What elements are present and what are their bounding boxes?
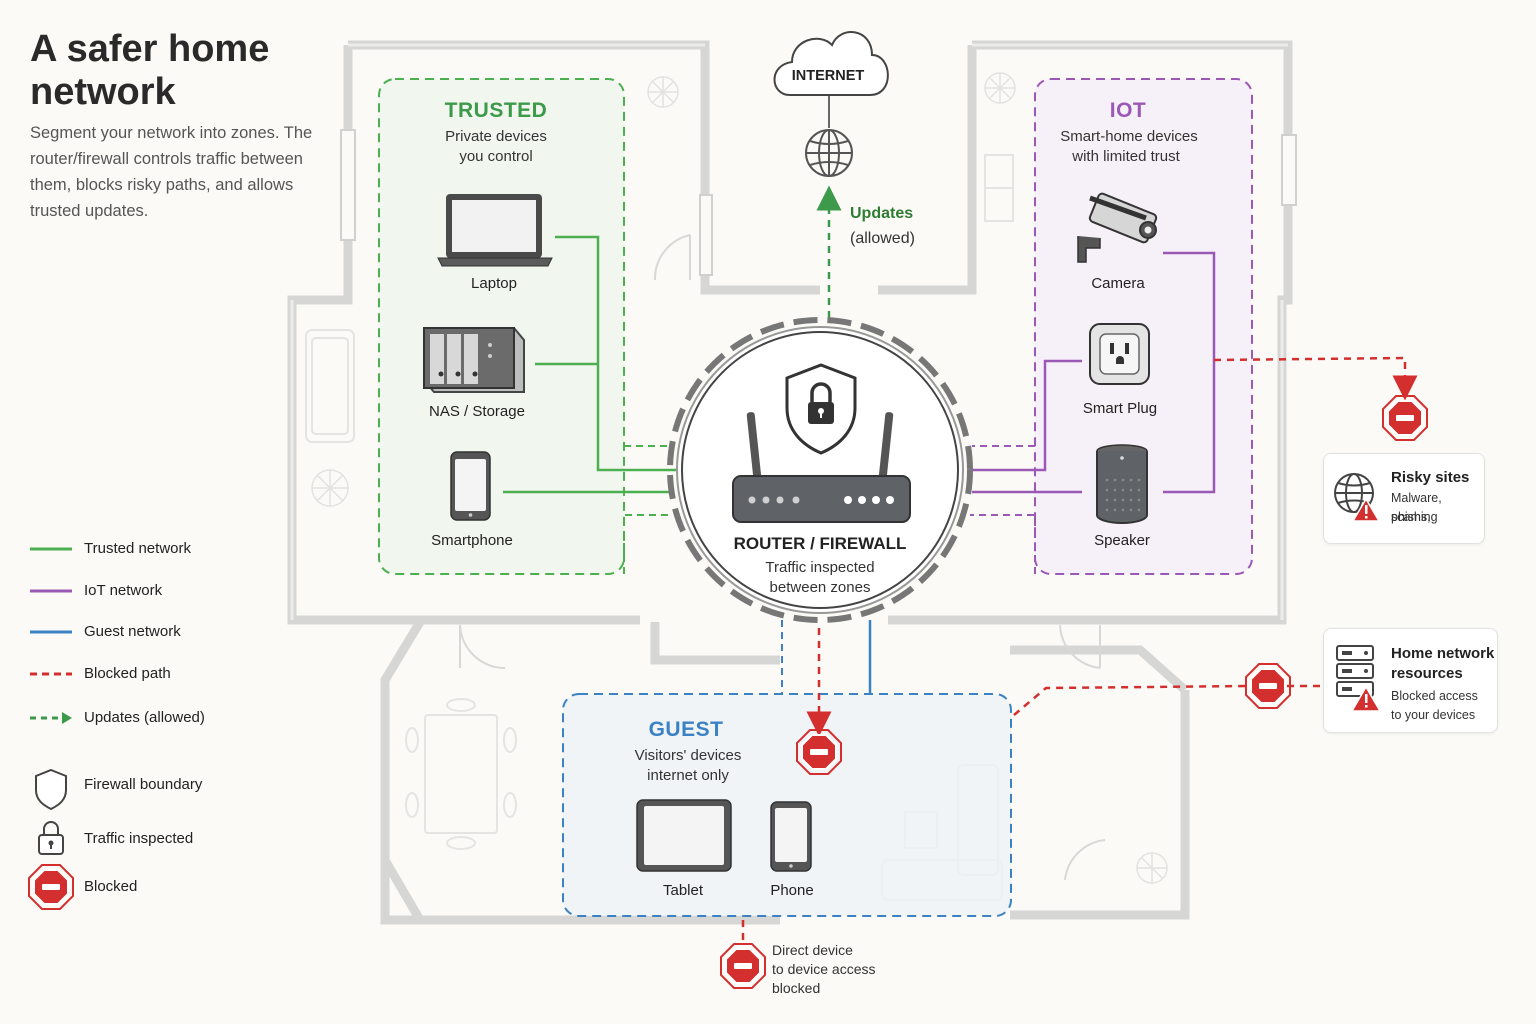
risky-sites-card: Risky sites Malware, scams, phishing: [1323, 453, 1485, 544]
home-resources-line-2: to your devices: [1391, 708, 1476, 722]
legend-stop-icon: [28, 864, 74, 910]
internet-label: INTERNET: [791, 68, 865, 84]
home-resources-title-1: Home network: [1391, 645, 1495, 662]
floorplan-plants: [311, 72, 1168, 884]
stop-icon-home: [1245, 663, 1291, 709]
camera-label: Camera: [1091, 275, 1145, 292]
updates-sub-label: (allowed): [850, 230, 915, 247]
direct-device-note-line-3: blocked: [772, 980, 821, 996]
blocked-paths: [741, 356, 1418, 945]
router-sub-2: between zones: [769, 579, 871, 596]
globe-warning-icon: [1334, 473, 1381, 522]
page-title: A safer home network: [30, 28, 270, 113]
smartphone-label: Smartphone: [431, 532, 513, 549]
nas-label: NAS / Storage: [429, 403, 525, 420]
laptop-label: Laptop: [471, 275, 517, 292]
risky-sites-line-2: phishing: [1391, 510, 1438, 524]
globe-icon: [805, 129, 853, 177]
legend-swatches: [30, 547, 72, 724]
legend-guest-label: Guest network: [84, 623, 181, 640]
trusted-zone-sub-1: Private devices: [445, 128, 547, 145]
tablet-label: Tablet: [662, 882, 704, 899]
guest-zone-sub-2: internet only: [647, 767, 729, 784]
updates-label: Updates: [850, 205, 914, 222]
internet-cloud-icon: [773, 31, 889, 96]
iot-links: [970, 251, 1216, 494]
laptop-icon: [437, 194, 553, 267]
smart-plug-icon: [1089, 323, 1150, 385]
router-icon: [732, 412, 911, 523]
server-warning-icon: [1336, 645, 1382, 712]
direct-device-note-line-1: Direct device: [772, 942, 853, 958]
risky-sites-title: Risky sites: [1391, 469, 1470, 486]
guest-zone-title: GUEST: [648, 718, 724, 741]
iot-zone-sub-1: Smart-home devices: [1060, 128, 1198, 145]
smart-plug-label: Smart Plug: [1082, 400, 1158, 417]
direct-device-note: Direct device to device access blocked: [772, 941, 876, 998]
risky-sites-line-1: Malware, scams,: [1391, 491, 1442, 524]
legend-shield-icon: [35, 768, 67, 811]
home-resources-line-1: Blocked access: [1391, 689, 1478, 703]
legend-lock-icon: [38, 821, 64, 855]
stop-icon-guest: [796, 729, 842, 775]
nas-icon: [423, 327, 525, 393]
trusted-zone-box: [378, 78, 625, 575]
legend-iot-label: IoT network: [84, 582, 163, 599]
smartphone-icon: [450, 451, 491, 521]
legend-inspected-label: Traffic inspected: [84, 830, 194, 847]
tablet-icon: [636, 799, 732, 872]
router-firewall-circle: [667, 317, 973, 623]
router-sub-1: Traffic inspected: [765, 559, 875, 576]
home-resources-title-2: resources: [1391, 665, 1463, 682]
phone-icon: [770, 801, 812, 872]
iot-zone-sub-2: with limited trust: [1072, 148, 1180, 165]
trusted-zone-sub-2: you control: [459, 148, 533, 165]
router-title: ROUTER / FIREWALL: [733, 534, 907, 553]
legend-blocked-icon-label: Blocked: [84, 878, 138, 895]
speaker-icon: [1096, 444, 1148, 524]
stop-icon-device: [720, 943, 766, 989]
shield-lock-icon: [785, 363, 857, 455]
legend-updates-label: Updates (allowed): [84, 709, 205, 726]
floorplan-windows: [340, 129, 1297, 276]
legend-blocked-label: Blocked path: [84, 665, 171, 682]
floorplan-doors: [459, 234, 1106, 881]
speaker-label: Speaker: [1094, 532, 1150, 549]
camera-icon: [1077, 192, 1158, 263]
guest-zone-sub-1: Visitors' devices: [634, 747, 742, 764]
legend-firewall-label: Firewall boundary: [84, 776, 203, 793]
stop-icon-risky: [1382, 395, 1428, 441]
phone-label: Phone: [770, 882, 814, 899]
floorplan-inner-lines: [290, 43, 1288, 620]
direct-device-note-line-2: to device access: [772, 961, 876, 977]
page-subtitle: Segment your network into zones. The rou…: [30, 124, 313, 220]
iot-zone-title: IOT: [1109, 99, 1147, 122]
legend-trusted-label: Trusted network: [84, 540, 191, 557]
home-resources-card: Home network resources Blocked access to…: [1323, 628, 1498, 733]
trusted-zone-title: TRUSTED: [444, 99, 548, 122]
trusted-links: [503, 235, 676, 494]
